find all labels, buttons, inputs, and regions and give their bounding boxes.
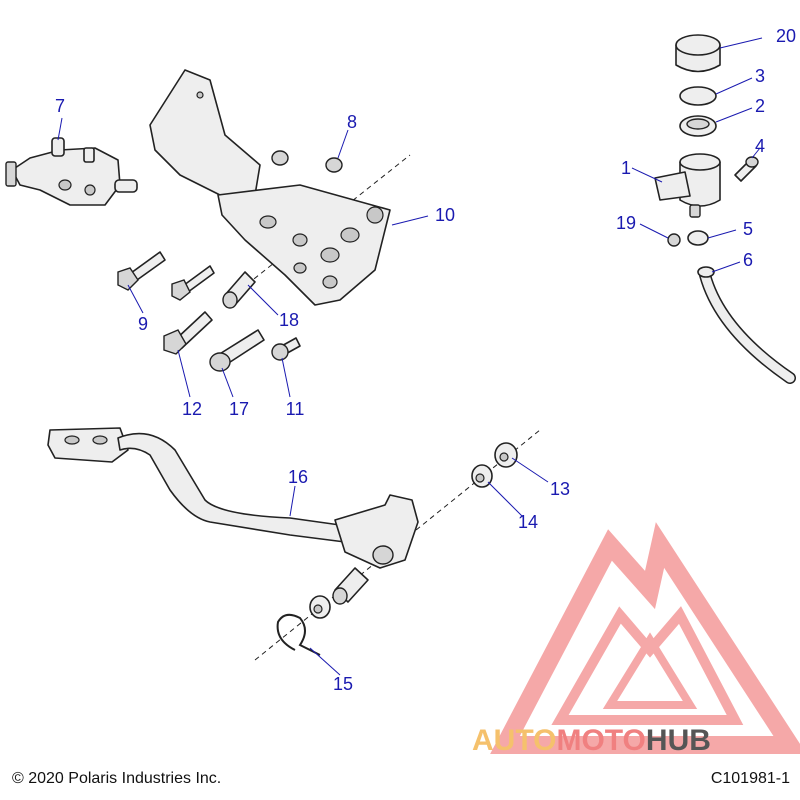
leader-lines xyxy=(57,37,763,676)
part-15-retaining-clip xyxy=(276,613,321,656)
callout-12: 12 xyxy=(182,399,202,419)
part-6-hose xyxy=(697,266,796,384)
callout-19: 19 xyxy=(616,213,636,233)
callout-7: 7 xyxy=(55,96,65,116)
callout-9: 9 xyxy=(138,314,148,334)
watermark-part-a: AUTO xyxy=(472,724,556,757)
watermark-part-c: HUB xyxy=(646,724,711,757)
callout-16: 16 xyxy=(288,467,308,487)
part-16-brake-pedal xyxy=(47,427,419,569)
part-13-bushing xyxy=(494,442,518,468)
watermark-text: AUTOMOTOHUB xyxy=(472,724,711,757)
callout-labels: 7 8 10 9 18 12 17 11 20 3 2 4 1 19 5 6 1… xyxy=(55,26,796,694)
callout-3: 3 xyxy=(755,66,765,86)
watermark-logo xyxy=(490,522,800,754)
callout-5: 5 xyxy=(743,219,753,239)
part-19-nut xyxy=(667,233,681,247)
callout-13: 13 xyxy=(550,479,570,499)
part-5-clamp xyxy=(687,230,709,246)
part-3-diaphragm-plate xyxy=(679,86,717,106)
part-18-bushing xyxy=(222,271,256,309)
part-11-bolt xyxy=(271,337,301,361)
part-10-bracket xyxy=(149,69,391,306)
part-7-master-cylinder xyxy=(5,137,138,206)
callout-4: 4 xyxy=(755,136,765,156)
callout-10: 10 xyxy=(435,205,455,225)
part-2-diaphragm xyxy=(679,115,717,137)
callout-14: 14 xyxy=(518,512,538,532)
callout-17: 17 xyxy=(229,399,249,419)
callout-18: 18 xyxy=(279,310,299,330)
part-12-bolt xyxy=(163,311,213,355)
callout-20: 20 xyxy=(776,26,796,46)
callout-11: 11 xyxy=(286,399,305,419)
callout-2: 2 xyxy=(755,96,765,116)
watermark-part-b: MOTO xyxy=(556,724,645,757)
part-8-nuts xyxy=(271,150,343,173)
callout-15: 15 xyxy=(333,674,353,694)
part-pivot-bushing xyxy=(309,567,369,619)
diagram-code: C101981-1 xyxy=(710,770,790,787)
copyright-text: © 2020 Polaris Industries Inc. xyxy=(12,770,222,787)
part-1-reservoir-body xyxy=(654,153,721,218)
callout-1: 1 xyxy=(621,158,631,178)
part-4-screw xyxy=(734,156,759,182)
part-20-reservoir-cap xyxy=(675,34,721,73)
part-17-bolt xyxy=(209,329,265,372)
callout-6: 6 xyxy=(743,250,753,270)
part-9-bolts xyxy=(117,251,215,301)
callout-8: 8 xyxy=(347,112,357,132)
part-14-bushing xyxy=(471,464,493,488)
